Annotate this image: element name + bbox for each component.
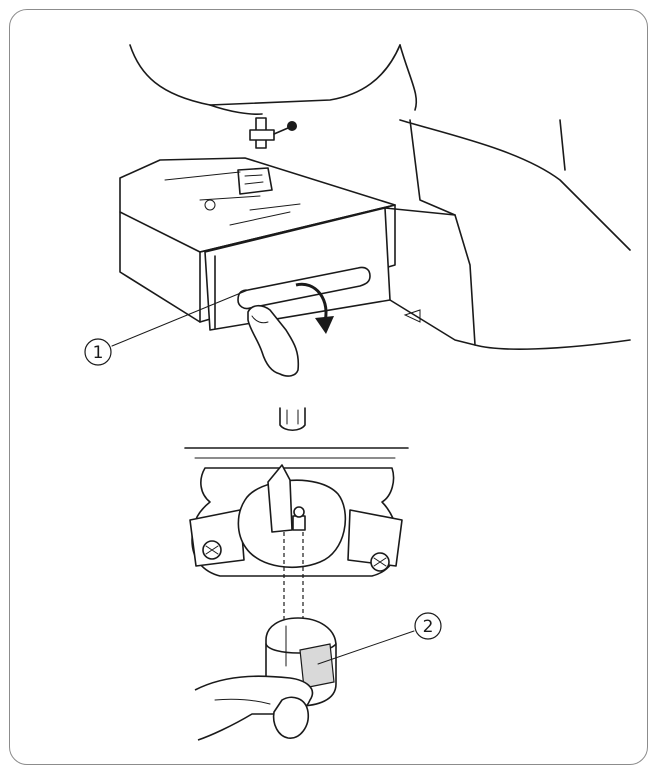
hand (247, 304, 300, 377)
bottom-hand (194, 675, 314, 741)
callout-1: 1 (84, 338, 112, 366)
callout-1-label: 1 (93, 343, 104, 363)
left-screw (189, 509, 245, 567)
extension-table (204, 207, 391, 331)
callout-2-leader (317, 630, 415, 665)
machine-body (399, 119, 631, 251)
callout-1-leader (111, 289, 249, 347)
sewing-machine-illustration: 1 (84, 44, 631, 377)
thumb-screw (287, 121, 297, 131)
table-slot (237, 266, 371, 310)
callout-2: 2 (414, 612, 442, 640)
presser-foot (237, 167, 273, 195)
machine-head (129, 44, 401, 106)
callout-2-label: 2 (423, 617, 434, 637)
bobbin-case-illustration: 2 (184, 407, 442, 741)
right-screw (347, 509, 403, 572)
